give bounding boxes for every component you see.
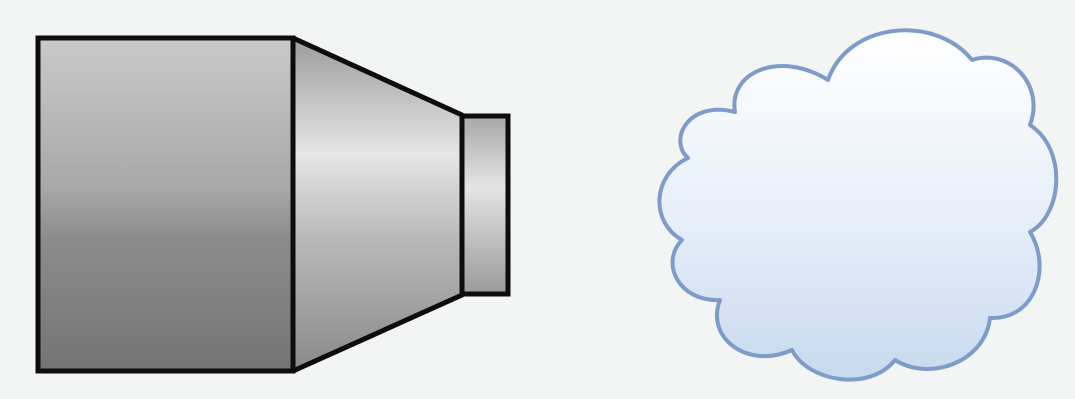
nozzle-device-icon xyxy=(35,35,511,374)
device-tip xyxy=(459,113,511,297)
device-body xyxy=(35,35,296,374)
device-cone xyxy=(290,35,465,374)
stream-lines-icon xyxy=(507,175,651,235)
cloud-icon xyxy=(657,28,1059,382)
